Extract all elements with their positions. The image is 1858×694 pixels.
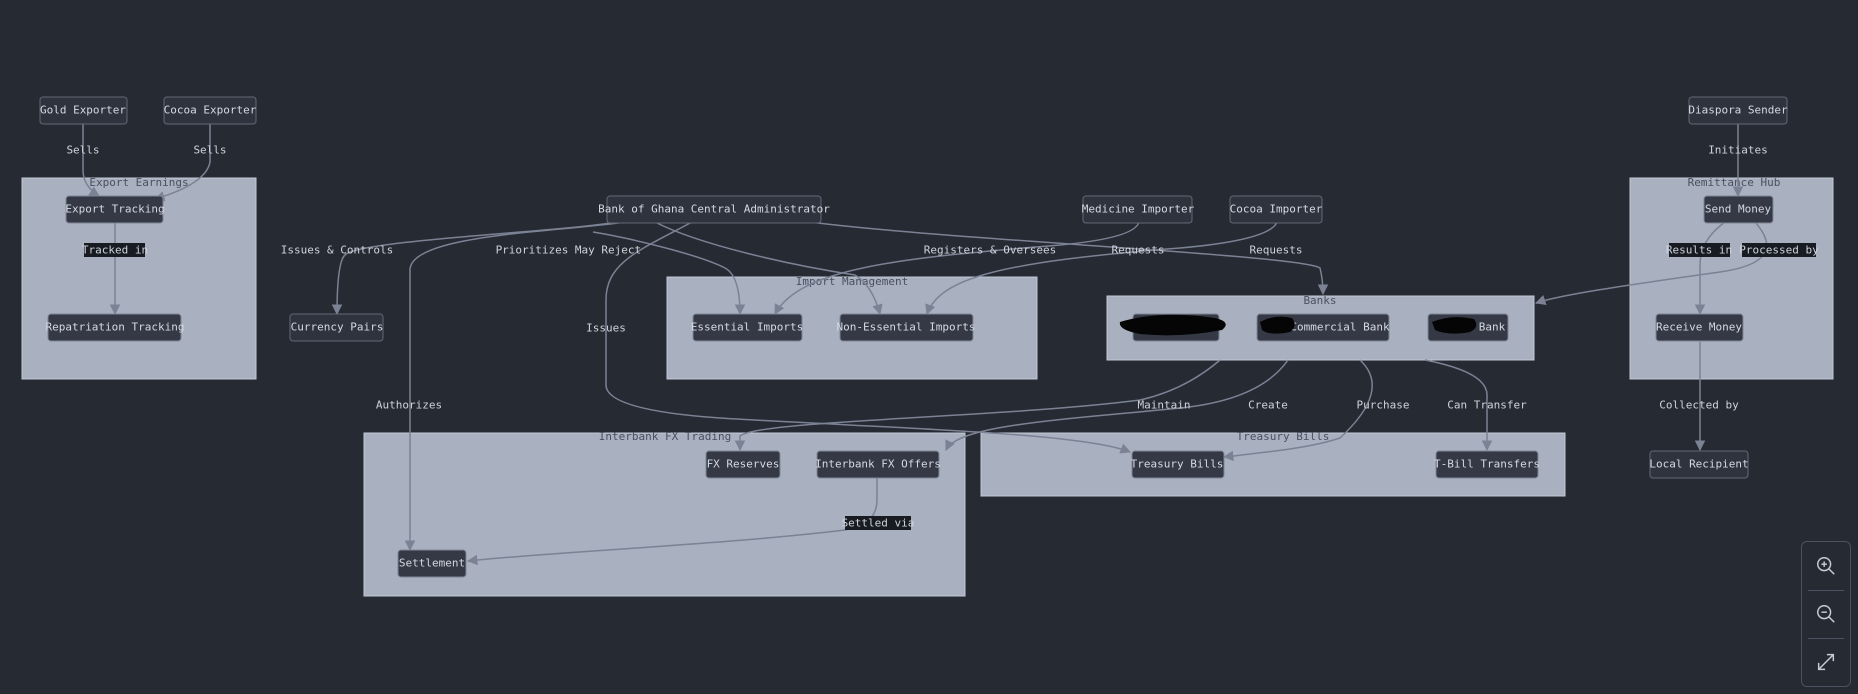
node-cocoa-exporter[interactable]: Cocoa Exporter (163, 96, 257, 125)
node-essential-imports[interactable]: Essential Imports (691, 313, 804, 342)
edge-label: Results in (1666, 244, 1732, 257)
edge-label: Processed by (1739, 244, 1819, 257)
expand-icon (1817, 653, 1835, 671)
fit-view-button[interactable] (1802, 638, 1850, 686)
edge-label: Prioritizes (496, 244, 569, 257)
edge-label: Issues & Controls (281, 244, 394, 257)
zoom-in-icon (1817, 557, 1835, 575)
edge-cocoa-to-export (153, 124, 211, 202)
node-label: Commercial Bank (1290, 321, 1390, 334)
edge-cocoa-importer-to-nonessential (925, 221, 1278, 315)
node-label: Bank (1479, 321, 1506, 334)
node-label: Send Money (1705, 203, 1772, 216)
cluster-label: Treasury Bills (1237, 430, 1330, 443)
edge-label: Requests (1250, 244, 1303, 257)
node-label: Currency Pairs (291, 321, 384, 334)
node-label: Diaspora Sender (1688, 104, 1788, 117)
edge-label: Registers & Oversees (924, 244, 1056, 257)
edge-label: Collected by (1659, 399, 1739, 412)
edge-label: Issues (586, 322, 626, 335)
node-label: Medicine Importer (1082, 203, 1195, 216)
node-diaspora-sender[interactable]: Diaspora Sender (1688, 96, 1788, 125)
node-label: Gold Exporter (40, 104, 126, 117)
node-label: Cocoa Exporter (164, 104, 257, 117)
edge-label: Settled via (842, 517, 915, 530)
edge-label: Authorizes (376, 399, 442, 412)
edge-bog-to-treasury (605, 221, 1131, 454)
edge-label: Initiates (1708, 144, 1768, 157)
edge-label: Can Transfer (1447, 399, 1527, 412)
edge-label: Create (1248, 399, 1288, 412)
zoom-divider (1808, 590, 1844, 591)
node-label: Interbank FX Offers (815, 458, 941, 471)
node-label: Non-Essential Imports (836, 321, 975, 334)
node-cocoa-importer[interactable]: Cocoa Importer (1229, 195, 1323, 224)
zoom-in-button[interactable] (1802, 542, 1850, 590)
node-label: Cocoa Importer (1230, 203, 1323, 216)
node-send-money[interactable]: Send Money (1703, 195, 1774, 224)
redaction-mark (1432, 317, 1477, 334)
edge-label: Purchase (1357, 399, 1410, 412)
node-receive-money[interactable]: Receive Money (1655, 313, 1744, 342)
node-tbill-transfers[interactable]: T-Bill Transfers (1434, 450, 1540, 479)
node-non-essential-imports[interactable]: Non-Essential Imports (836, 313, 976, 342)
node-label: Bank of Ghana Central Administrator (598, 203, 830, 216)
edge-bog-to-settlement (404, 221, 626, 552)
edge-banks-to-reserves (734, 359, 1221, 452)
cluster-label: Remittance Hub (1688, 176, 1781, 189)
node-label: Treasury Bills (1131, 458, 1224, 471)
edge-bog-to-banks (809, 221, 1329, 296)
edge-label: Maintain (1138, 399, 1191, 412)
node-local-recipient[interactable]: Local Recipient (1649, 450, 1749, 479)
node-repatriation-tracking[interactable]: Repatriation Tracking (45, 313, 185, 342)
node-label: Repatriation Tracking (45, 321, 184, 334)
node-label: Essential Imports (691, 321, 804, 334)
edge-label: May Reject (575, 244, 641, 257)
redaction-mark (1119, 314, 1226, 336)
redaction-mark (1260, 316, 1295, 334)
edge-bog-to-essential (592, 231, 746, 316)
edge-label: Sells (193, 144, 226, 157)
edge-labels: Sells Sells Tracked in Issues & Controls… (66, 144, 1819, 530)
node-treasury-bills[interactable]: Treasury Bills (1131, 450, 1225, 479)
edge-label: Tracked in (82, 244, 148, 257)
cluster-label: Export Earnings (89, 176, 188, 189)
node-fx-reserves[interactable]: FX Reserves (705, 450, 781, 479)
edges (82, 124, 1768, 566)
node-bog-central-administrator[interactable]: Bank of Ghana Central Administrator (598, 195, 830, 224)
node-label: Local Recipient (1649, 458, 1748, 471)
nodes: Gold Exporter Cocoa Exporter Export Trac… (39, 96, 1788, 578)
node-label: T-Bill Transfers (1434, 458, 1540, 471)
node-interbank-fx-offers[interactable]: Interbank FX Offers (815, 450, 941, 479)
node-gold-exporter[interactable]: Gold Exporter (39, 96, 128, 125)
node-currency-pairs[interactable]: Currency Pairs (289, 313, 384, 342)
edge-bog-to-currency (331, 221, 618, 316)
cluster-label: Banks (1303, 294, 1336, 307)
zoom-controls (1801, 541, 1851, 687)
edge-banks-to-treasury (1222, 359, 1373, 462)
edge-banks-to-tbill-transfers (1424, 359, 1493, 452)
edge-gold-to-export (82, 124, 100, 197)
node-settlement[interactable]: Settlement (397, 549, 467, 578)
edge-label: Sells (66, 144, 99, 157)
edge-banks-to-offers (945, 359, 1289, 451)
node-label: FX Reserves (707, 458, 780, 471)
node-label: Export Tracking (65, 203, 164, 216)
zoom-out-icon (1817, 605, 1835, 623)
node-export-tracking[interactable]: Export Tracking (65, 195, 165, 224)
edge-medicine-to-essential (774, 221, 1140, 315)
edge-label: Requests (1112, 244, 1165, 257)
node-commercial-bank[interactable]: Commercial Bank (1256, 313, 1390, 342)
node-bank-redacted[interactable] (1119, 313, 1226, 342)
node-label: Receive Money (1656, 321, 1742, 334)
cluster-label: Interbank FX Trading (599, 430, 731, 443)
zoom-out-button[interactable] (1802, 590, 1850, 638)
edge-bog-to-nonessential (654, 221, 883, 316)
zoom-divider (1808, 638, 1844, 639)
node-label: Settlement (399, 557, 465, 570)
node-medicine-importer[interactable]: Medicine Importer (1082, 195, 1195, 224)
node-bank-c[interactable]: Bank (1427, 313, 1509, 342)
cluster-label: Import Management (796, 275, 909, 288)
